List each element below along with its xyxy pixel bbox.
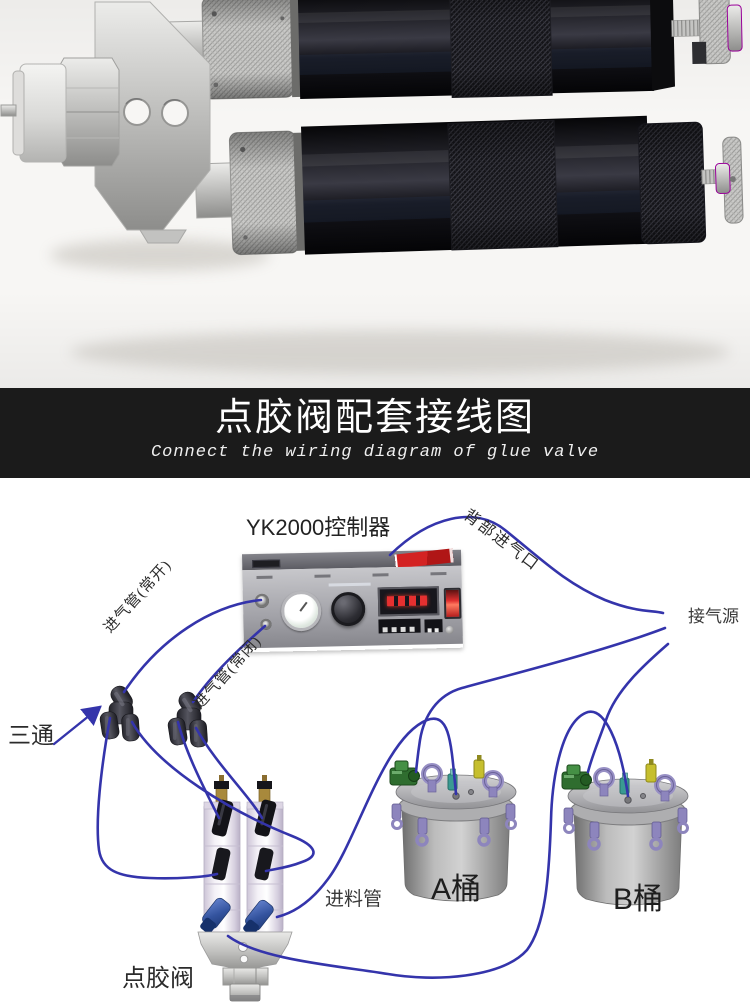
glue-valve-drawing	[197, 775, 293, 1002]
valve-nozzle	[0, 57, 120, 167]
dual-glue-valve-photo	[0, 0, 750, 388]
button-row	[378, 618, 421, 634]
air-pressure-label	[328, 582, 371, 587]
air-tube-normally-open-label: 进气管(常开)	[101, 557, 175, 637]
pressure-gauge	[280, 590, 322, 632]
banner-subtitle: Connect the wiring diagram of glue valve	[150, 443, 600, 462]
tube-tee-right-branch1	[176, 720, 221, 820]
tube-source-to-tank-a	[414, 626, 667, 774]
controller-logo	[252, 559, 281, 569]
photo-shadow	[70, 330, 730, 374]
tank-b-label: B桶	[613, 883, 664, 916]
controller-panel-print	[256, 572, 447, 580]
display-digits	[386, 595, 428, 607]
upper-valve-barrel	[164, 0, 743, 100]
air-tube-normally-closed-label: 进气管(常闭)	[191, 633, 265, 713]
digital-display	[377, 586, 440, 617]
air-tee-left	[98, 682, 141, 743]
panel-screw	[445, 625, 454, 635]
feed-tube-label: 进料管	[325, 889, 383, 910]
controller-front-panel	[242, 565, 463, 649]
tube-tee-left-branch1	[96, 716, 219, 880]
tee-label: 三通	[8, 723, 54, 748]
product-photo-section	[0, 0, 750, 388]
air-source-label: 接气源	[688, 607, 739, 626]
pressure-knob	[330, 591, 366, 627]
controller-label: YK2000控制器	[246, 515, 391, 540]
tee-pointer-arrow	[52, 705, 102, 746]
tube-tee-left-branch2	[130, 720, 315, 873]
tank-a-label: A桶	[431, 873, 482, 906]
banner-title: 点胶阀配套接线图	[214, 397, 535, 439]
controller-photo	[241, 548, 463, 653]
glue-valve-label: 点胶阀	[122, 966, 194, 992]
gauge-needle	[299, 601, 308, 612]
power-switch	[443, 587, 462, 620]
air-outlet-port-2	[260, 618, 272, 630]
button-pair	[424, 619, 443, 633]
valve-bracket	[94, 1, 211, 244]
lower-valve-barrel	[194, 115, 744, 256]
air-outlet-port-1	[254, 593, 270, 609]
tube-tee-right-branch2	[194, 726, 264, 820]
wiring-diagram-section: YK2000控制器 背部进气口 接气源 进气管(常开) 进气管(常闭) 三通 进…	[0, 478, 750, 1003]
back-air-inlet-label: 背部进气口	[460, 506, 543, 575]
tube-source-to-tank-b	[586, 642, 670, 774]
title-banner: 点胶阀配套接线图 Connect the wiring diagram of g…	[0, 388, 750, 478]
feed-tube-tank-b	[226, 710, 630, 979]
